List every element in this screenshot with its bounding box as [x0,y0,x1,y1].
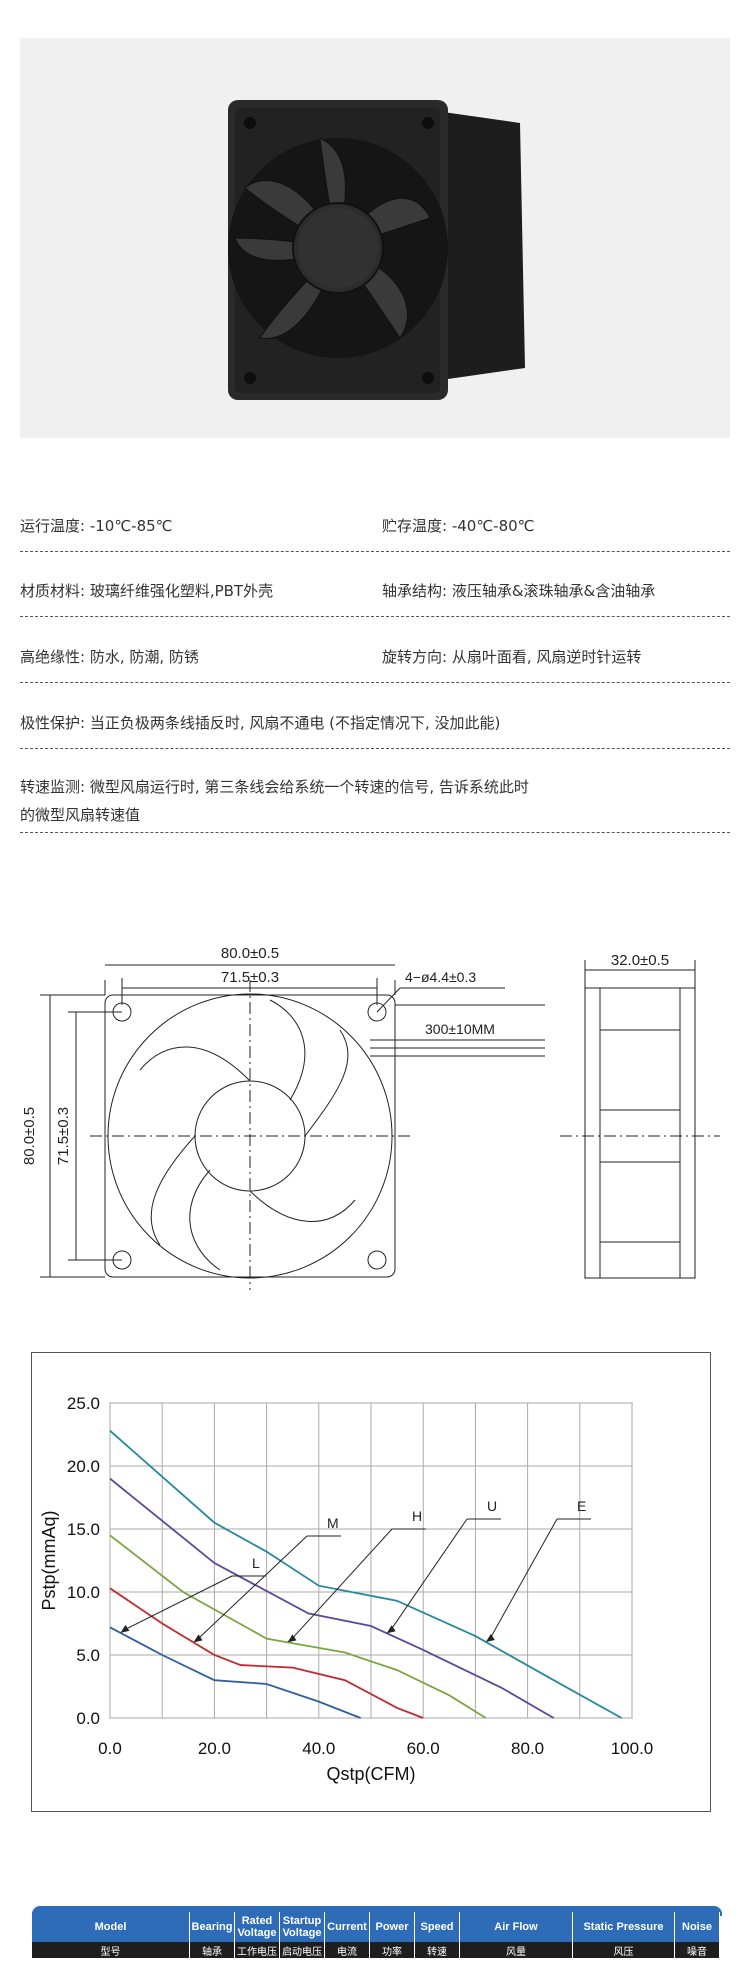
table-header-speed: Speed [415,1912,460,1942]
series-line-e [109,1430,622,1719]
x-tick-label: 40.0 [302,1739,335,1758]
dim-width-inner: 71.5±0.3 [221,969,279,986]
spec-operating-temp: 运行温度: -10℃-85℃ [20,517,173,535]
pq-curve-chart: L M H U E 0.0 20.0 40.0 60.0 80.0 100.0 0.0 5.0 10.0… [31,1352,711,1812]
spec-rotation: 旋转方向: 从扇叶面看, 风扇逆时针运转 [382,648,642,666]
table-subheader-model: 型号 [32,1942,190,1958]
table-header-current: Current [325,1912,370,1942]
divider [20,748,730,749]
y-tick-label: 5.0 [76,1646,100,1665]
series-line-m [109,1587,424,1719]
x-tick-label: 0.0 [98,1739,122,1758]
callout-arrowhead [120,1624,130,1633]
table-header-static-pressure: Static Pressure [573,1912,675,1942]
table-header-startup-voltage: Startup Voltage [280,1912,325,1942]
callout-label-h: H [412,1508,422,1524]
y-tick-label: 20.0 [67,1457,100,1476]
table-subheader-air-flow: 风量 [460,1942,573,1958]
divider [20,832,730,833]
table-subheader-startup-voltage: 启动电压 [280,1942,325,1958]
spec-bearing: 轴承结构: 液压轴承&滚珠轴承&含油轴承 [382,582,656,600]
divider [20,682,730,683]
table-header-rated-voltage: Rated Voltage [235,1912,280,1942]
table-subheader-speed: 转速 [415,1942,460,1958]
chart-svg: L M H U E 0.0 20.0 40.0 60.0 80.0 100.0 0.0 5.0 10.0… [39,1394,654,1784]
table-subheader-bearing: 轴承 [190,1942,235,1958]
y-tick-label: 10.0 [67,1583,100,1602]
table-subheader-static-pressure: 风压 [573,1942,675,1958]
table-subheader-noise: 噪音 [675,1942,720,1958]
dim-cable-length: 300±10MM [425,1021,495,1037]
table-top-bar [32,1906,722,1916]
callout-leader [390,1518,468,1631]
y-tick-label: 0.0 [76,1709,100,1728]
table-header-model: Model [32,1912,190,1942]
callout-label-m: M [327,1515,339,1531]
callout-arrowhead [193,1634,203,1643]
dimension-drawing: 80.0±0.5 71.5±0.3 4−ø4.4±0.3 300±10MM 80… [0,930,750,1292]
dim-hole-spec: 4−ø4.4±0.3 [405,969,476,985]
x-tick-label: 100.0 [611,1739,654,1758]
dim-depth: 32.0±0.5 [611,952,669,969]
table-subheader-power: 功率 [370,1942,415,1958]
callout-arrowhead [485,1633,495,1642]
table-header-power: Power [370,1912,415,1942]
callout-label-u: U [487,1498,497,1514]
y-tick-label: 15.0 [67,1520,100,1539]
dim-width-outer: 80.0±0.5 [221,945,279,962]
series-line-h [109,1534,487,1719]
callout-label-l: L [252,1555,260,1571]
x-tick-label: 80.0 [511,1739,544,1758]
series-line-u [109,1477,555,1719]
spec-speed-monitor-line1: 转速监测: 微型风扇运行时, 第三条线会给系统一个转速的信号, 告诉系统此时 [20,778,529,796]
spec-material: 材质材料: 玻璃纤维强化塑料,PBT外壳 [20,582,274,600]
x-axis-label: Qstp(CFM) [327,1764,416,1784]
product-photo [20,38,730,438]
y-tick-label: 25.0 [67,1394,100,1413]
fan-photo-image [228,100,525,400]
callout-arrowhead [386,1625,396,1634]
table-header-noise: Noise [675,1912,720,1942]
spec-insulation: 高绝缘性: 防水, 防潮, 防锈 [20,648,199,666]
table-header-air-flow: Air Flow [460,1912,573,1942]
divider [20,551,730,552]
spec-storage-temp: 贮存温度: -40℃-80℃ [382,517,535,535]
table-header-bearing: Bearing [190,1912,235,1942]
dim-height-inner: 71.5±0.3 [55,1107,72,1165]
x-tick-label: 60.0 [407,1739,440,1758]
callout-leader [291,1528,393,1640]
callout-leader [197,1535,308,1640]
dim-height-outer: 80.0±0.5 [21,1107,38,1165]
spec-speed-monitor-line2: 的微型风扇转速值 [20,806,141,824]
y-axis-label: Pstp(mmAq) [39,1510,59,1610]
callout-label-e: E [577,1498,586,1514]
table-subheader-current: 电流 [325,1942,370,1958]
spec-polarity: 极性保护: 当正负极两条线插反时, 风扇不通电 (不指定情况下, 没加此能) [20,714,501,732]
callout-arrowhead [287,1634,297,1643]
callout-leader [124,1575,233,1631]
x-tick-label: 20.0 [198,1739,231,1758]
divider [20,616,730,617]
series-line-l [109,1626,361,1719]
table-subheader-rated-voltage: 工作电压 [235,1942,280,1958]
callout-leader [489,1518,558,1640]
